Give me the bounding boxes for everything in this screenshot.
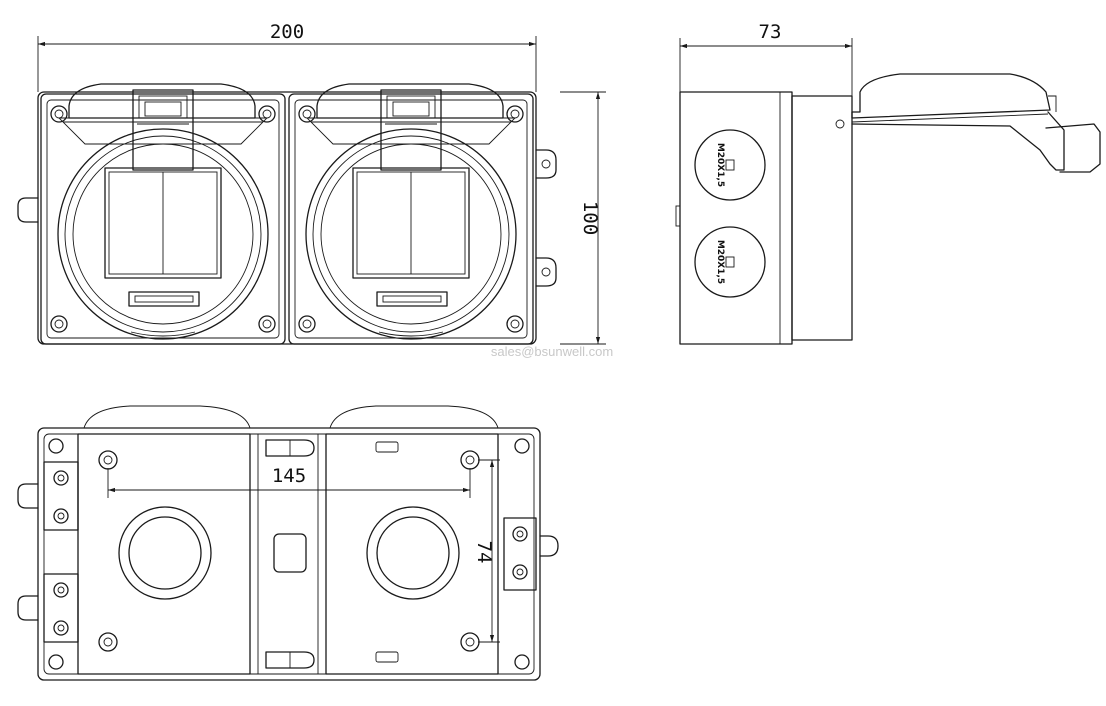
watermark: sales@bsunwell.com <box>491 344 613 359</box>
thread-marking-upper: M20X1,5 <box>715 143 725 187</box>
dimension-width-label: 200 <box>270 21 304 43</box>
front-view <box>17 83 557 345</box>
dimension-depth: 73 <box>679 21 853 96</box>
side-view: M20X1,5 M20X1,5 <box>675 73 1101 345</box>
dimension-depth-label: 73 <box>759 21 782 43</box>
dimension-hole-spacing-horizontal-label: 145 <box>272 465 306 487</box>
dimension-hole-spacing-vertical-label: 74 <box>473 541 495 564</box>
rear-view <box>17 405 559 681</box>
dimension-height: 100 <box>560 91 606 345</box>
dimension-height-label: 100 <box>579 201 601 235</box>
dimension-hole-spacing-vertical: 74 <box>473 459 500 643</box>
dimension-width: 200 <box>37 21 537 92</box>
dimension-hole-spacing-horizontal: 145 <box>107 465 471 498</box>
thread-marking-lower: M20X1,5 <box>715 240 725 284</box>
